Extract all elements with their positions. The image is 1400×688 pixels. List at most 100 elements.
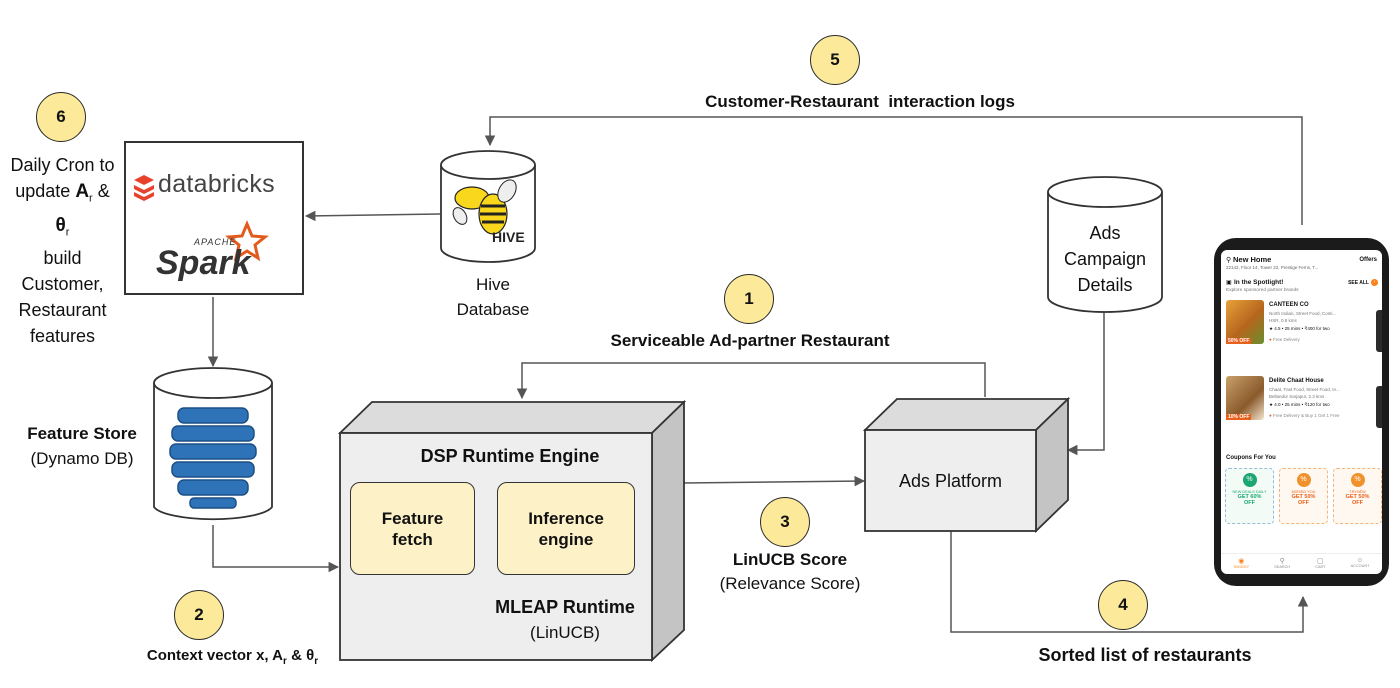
coupon-2-icon: %: [1296, 473, 1311, 487]
restaurant1-badge: 50% OFF: [1226, 338, 1252, 344]
hive-db-label: Hive Database: [438, 272, 548, 322]
restaurant2-delivery: ● Free Delivery & Buy 1 Get 1 Free: [1269, 413, 1340, 418]
restaurant2-badge: 10% OFF: [1226, 414, 1252, 420]
spotlight-icon: ▣: [1226, 280, 1232, 286]
phone-mockup: ⚲ New Home 22142, Floor 14, Tower 22, Pr…: [1214, 238, 1389, 586]
nav-cart[interactable]: ▢CART: [1315, 558, 1326, 569]
see-all-link[interactable]: SEE ALL: [1348, 280, 1369, 286]
restaurant2-image[interactable]: [1226, 376, 1264, 420]
nav-home[interactable]: ◉SWIGGY: [1233, 558, 1250, 569]
arrow-linucb-score: [682, 475, 866, 487]
feature-fetch-line2: fetch: [392, 529, 433, 549]
step-5-badge: 5: [810, 35, 860, 85]
nav-search[interactable]: ⚲SEARCH: [1274, 558, 1291, 569]
coupons-title: Coupons For You: [1226, 455, 1276, 461]
ads-platform-label: Ads Platform: [898, 471, 1003, 491]
step-1-badge: 1: [724, 274, 774, 324]
dsp-title: DSP Runtime Engine: [420, 446, 600, 466]
restaurant2-side-image: [1376, 386, 1382, 428]
phone-screen: ⚲ New Home 22142, Floor 14, Tower 22, Pr…: [1221, 250, 1382, 574]
coupon-2-line1: GET 50%: [1291, 494, 1316, 500]
cron-line3: θr: [55, 214, 70, 239]
hive-bee-icon: [452, 179, 517, 235]
coupon-1-tag: NEW DEALS DAILY: [1232, 490, 1267, 494]
hive-db-line1: Hive: [475, 275, 510, 294]
cron-line4: build: [43, 248, 82, 269]
databricks-spark-box: [124, 141, 304, 295]
arrow-serviceable-restaurants: [516, 362, 986, 400]
spotlight-sub: Explore sponsored partner brands: [1226, 288, 1299, 293]
hive-db-line2: Database: [456, 300, 530, 319]
restaurant1-name[interactable]: CANTEEN CO: [1269, 302, 1309, 308]
mleap-title: MLEAP Runtime: [495, 597, 635, 617]
restaurant1-image[interactable]: [1226, 300, 1264, 344]
coupon-3-tag: TRYNEW: [1349, 490, 1366, 494]
spark-apache-label: APACHE: [194, 237, 237, 247]
ads-campaign-line2: Campaign: [1063, 249, 1147, 269]
cron-line6: Restaurant: [18, 300, 107, 321]
ads-campaign-cylinder: [1047, 176, 1163, 313]
mleap-label: MLEAP Runtime (LinUCB): [470, 595, 660, 645]
ads-platform-box: [862, 396, 1071, 534]
cron-line7: features: [29, 326, 96, 347]
restaurant2-name[interactable]: Delite Chaat House: [1269, 378, 1324, 384]
inference-line1: Inference: [528, 508, 604, 528]
location-pin-icon: ⚲: [1226, 257, 1232, 264]
spark-star-icon: [225, 220, 269, 262]
coupon-3[interactable]: % TRYNEW GET 50% OFF: [1333, 468, 1382, 524]
coupon-2[interactable]: % MISSED YOU GET 50% OFF: [1279, 468, 1328, 524]
restaurant2-meta: ★ 4.0 • 25 mins • ₹120 for two: [1269, 402, 1330, 407]
context-vector-label: Context vector x, Ar & θr: [146, 647, 319, 667]
cron-label: Daily Cron to update Ar & θr build Custo…: [0, 152, 125, 349]
arrow-feature-store-to-dsp: [212, 525, 340, 573]
coupon-2-line2: OFF: [1298, 500, 1309, 506]
restaurant2-location: Bellandur Sarjapur, 2.3 kms: [1269, 394, 1325, 399]
bottom-nav: ◉SWIGGY ⚲SEARCH ▢CART ☺ACCOUNT: [1221, 553, 1382, 574]
inference-engine-box: Inference engine: [497, 482, 635, 575]
ads-campaign-line3: Details: [1077, 275, 1133, 295]
cron-line2: update Ar &: [15, 181, 110, 205]
search-icon: ⚲: [1279, 558, 1285, 565]
coupon-1-line2: OFF: [1244, 500, 1255, 506]
nav-account[interactable]: ☺ACCOUNT: [1350, 557, 1370, 568]
restaurant1-side-image: [1376, 310, 1382, 352]
location-title[interactable]: New Home: [1233, 255, 1272, 264]
offers-link[interactable]: Offers: [1359, 257, 1377, 263]
step-3-badge: 3: [760, 497, 810, 547]
cron-line5: Customer,: [21, 274, 104, 295]
feature-store-sub: (Dynamo DB): [30, 449, 134, 468]
step-6-badge: 6: [36, 92, 86, 142]
arrow-campaign-to-ads-platform: [1066, 312, 1105, 456]
feature-store-label: Feature Store (Dynamo DB): [14, 421, 150, 471]
databricks-wordmark: databricks: [158, 170, 275, 198]
restaurant2-cuisine: Chaat, Fast Food, Street Food, In...: [1269, 387, 1340, 392]
coupon-2-tag: MISSED YOU: [1291, 490, 1316, 494]
restaurant1-meta: ★ 4.5 • 25 mins • ₹400 for two: [1269, 326, 1330, 331]
inference-line2: engine: [538, 529, 594, 549]
serviceable-label: Serviceable Ad-partner Restaurant: [610, 331, 890, 350]
feature-store-title: Feature Store: [27, 424, 137, 443]
coupon-3-line1: GET 50%: [1345, 494, 1370, 500]
coupon-1[interactable]: % NEW DEALS DAILY GET 60% OFF: [1225, 468, 1274, 524]
linucb-score-title: LinUCB Score: [732, 550, 848, 569]
cart-icon: ▢: [1317, 558, 1324, 565]
feature-fetch-box: Feature fetch: [350, 482, 475, 575]
restaurant1-cuisine: North Indian, Street Food, Conti...: [1269, 311, 1337, 316]
arrow-hive-to-databricks: [304, 210, 441, 222]
ads-campaign-line1: Ads: [1089, 223, 1121, 243]
arrow-sorted-list: [950, 531, 1309, 633]
restaurant1-delivery: ● Free Delivery: [1269, 337, 1300, 342]
home-icon: ◉: [1238, 558, 1245, 565]
ads-campaign-label: Ads Campaign Details: [1050, 220, 1160, 298]
account-icon: ☺: [1356, 557, 1364, 564]
dynamodb-icon: [169, 407, 257, 509]
databricks-logo-icon: [134, 175, 154, 201]
spark-wordmark: Spark: [156, 244, 251, 282]
feature-fetch-line1: Feature: [381, 508, 444, 528]
mleap-sub: (LinUCB): [530, 623, 600, 642]
cron-line1: Daily Cron to: [10, 155, 115, 175]
spotlight-title: In the Spotlight!: [1234, 279, 1284, 286]
step-4-badge: 4: [1098, 580, 1148, 630]
relevance-score-sub: (Relevance Score): [719, 574, 861, 593]
